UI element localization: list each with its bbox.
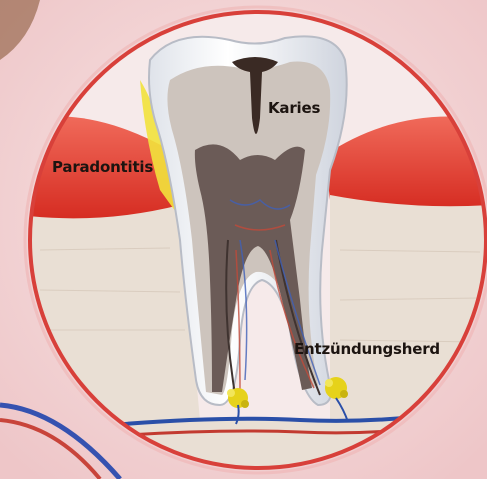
label-entzuendungsherd: Entzündungsherd xyxy=(294,340,440,358)
label-paradontitis: Paradontitis xyxy=(52,158,153,176)
label-karies: Karies xyxy=(268,99,320,117)
